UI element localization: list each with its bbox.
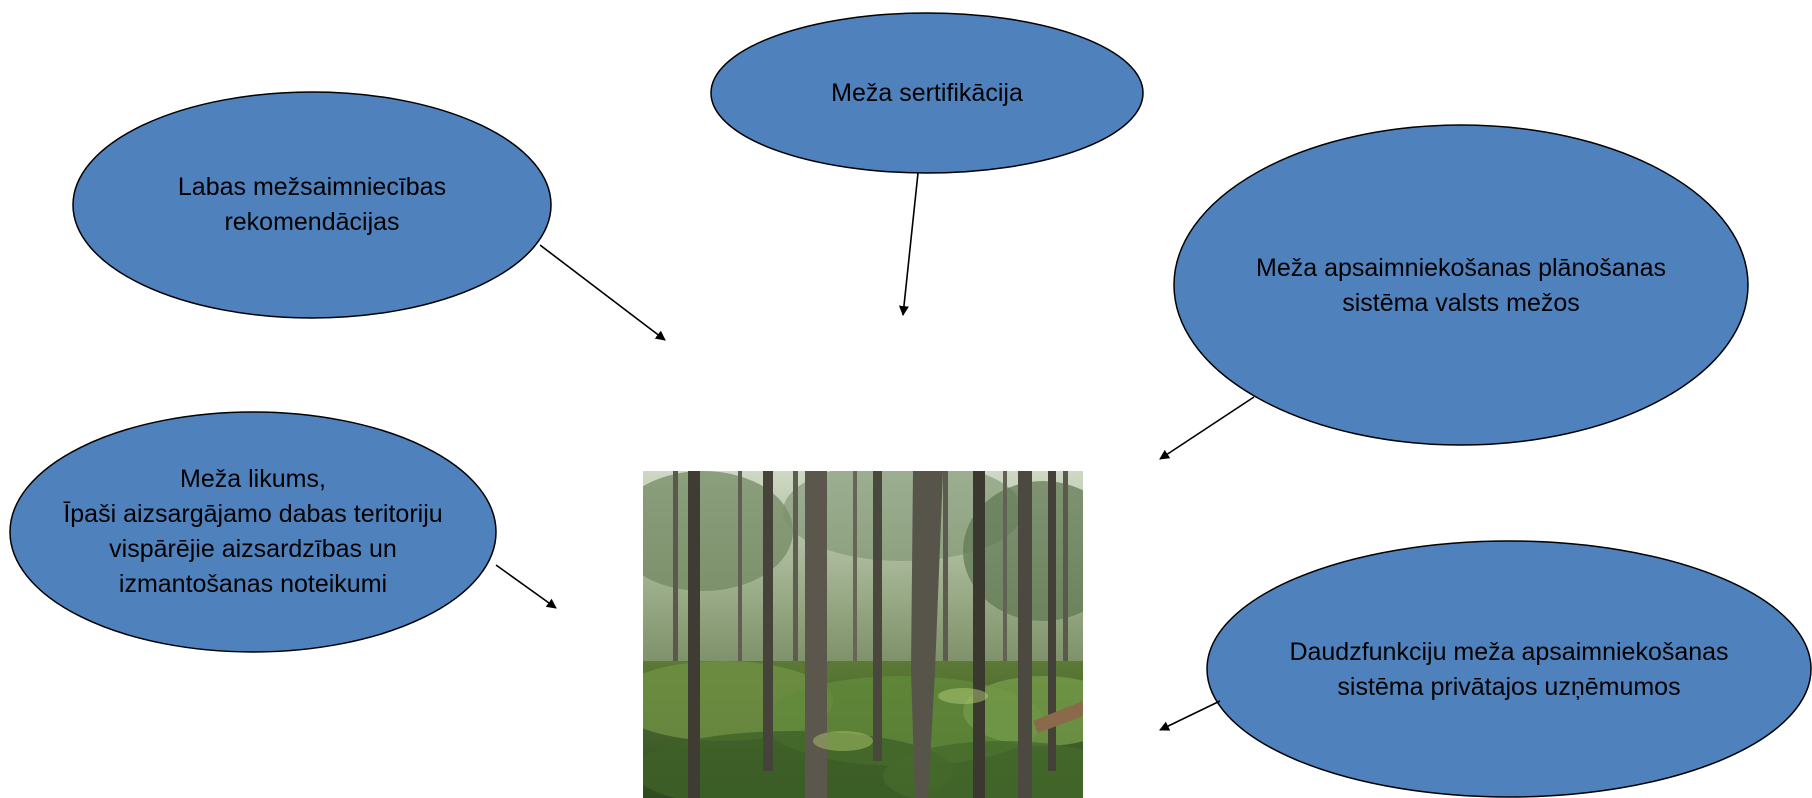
arrow-daudzfunkciju-sistema — [1159, 700, 1221, 731]
node-ellipse-meza-likums — [9, 411, 497, 653]
arrow-meza-sertifikacija — [898, 172, 919, 316]
node-ellipse-meza-sertifikacija — [710, 12, 1144, 174]
node-ellipse-labas-mezsaimniecibas — [72, 91, 552, 319]
arrow-labas-mezsaimniecibas — [539, 244, 666, 341]
node-ellipse-planosanas-sistema — [1173, 124, 1749, 446]
arrow-planosanas-sistema — [1159, 396, 1255, 460]
forest-illustration — [643, 471, 1083, 798]
arrow-meza-likums — [495, 564, 557, 609]
node-ellipse-daudzfunkciju-sistema — [1206, 540, 1812, 798]
forest-photo — [643, 471, 1083, 798]
